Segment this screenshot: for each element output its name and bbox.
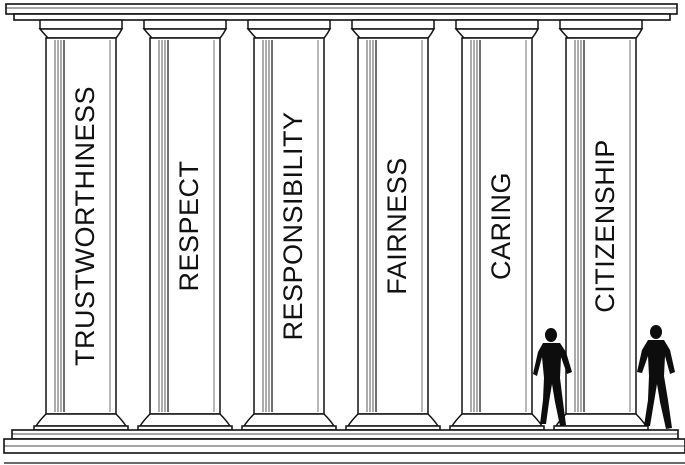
- pillar-label-1: TRUSTWORTHINESS: [70, 86, 100, 366]
- column-6: CITIZENSHIP: [553, 19, 649, 431]
- column-2: RESPECT: [137, 19, 233, 431]
- walking-person-icon: [637, 325, 675, 429]
- walking-person-icon: [533, 328, 572, 426]
- pillar-label-3: RESPONSIBILITY: [278, 111, 308, 340]
- column-1: TRUSTWORTHINESS: [33, 19, 129, 431]
- pillar-label-4: FAIRNESS: [382, 157, 412, 295]
- pillar-label-6: CITIZENSHIP: [590, 139, 620, 313]
- column-3: RESPONSIBILITY: [241, 19, 337, 431]
- entablature: [5, 3, 678, 21]
- column-5: CARING: [449, 19, 545, 431]
- column-4: FAIRNESS: [345, 19, 441, 431]
- columns-group: TRUSTWORTHINESS RESPECT RESPONSIBILITY FAIR…: [33, 19, 649, 431]
- pillar-label-2: RESPECT: [174, 160, 204, 291]
- pillar-label-5: CARING: [486, 172, 516, 280]
- base-platform: [3, 429, 685, 464]
